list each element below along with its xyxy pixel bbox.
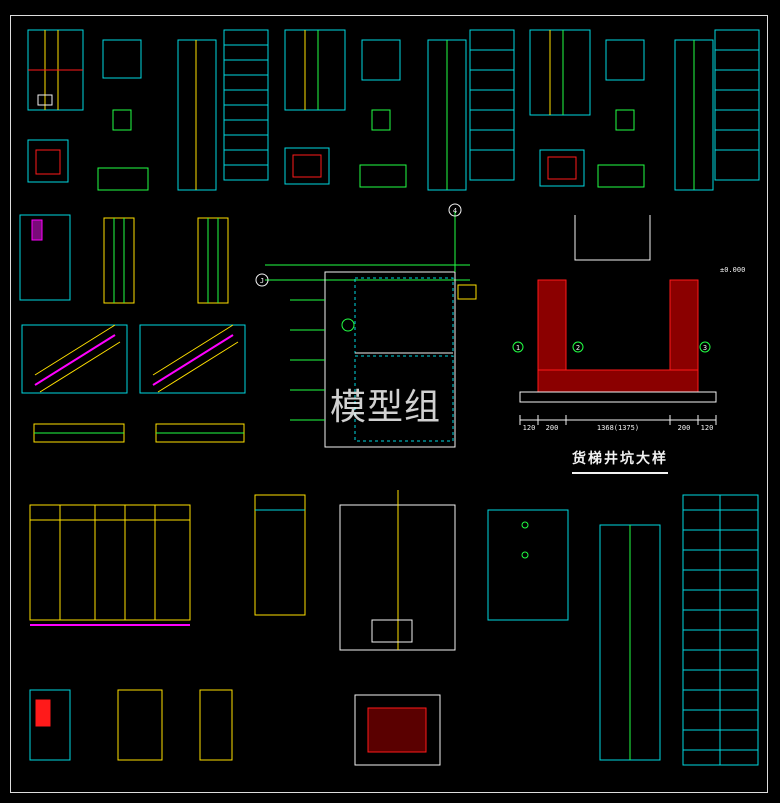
sheet-border bbox=[10, 15, 768, 793]
axis-label-j: J bbox=[260, 277, 264, 285]
pit-dim-1: 200 bbox=[546, 424, 559, 432]
pit-level-label: ±0.000 bbox=[720, 266, 745, 274]
pit-dim-2: 1368(1375) bbox=[597, 424, 639, 432]
axis-label-4: 4 bbox=[453, 207, 457, 215]
pit-detail-group bbox=[512, 215, 717, 425]
shaft-plan-group bbox=[255, 203, 477, 448]
top-elevator-plans-group bbox=[27, 29, 760, 191]
pit-dim-4: 120 bbox=[701, 424, 714, 432]
pit-dim-0: 120 bbox=[523, 424, 536, 432]
bottom-left-drawings-group bbox=[29, 494, 306, 761]
pit-detail-title: 货梯井坑大样 bbox=[572, 448, 668, 474]
escalator-drawings-group bbox=[19, 214, 246, 443]
pit-grid-2: 2 bbox=[576, 344, 580, 352]
watermark-text: 模型组 bbox=[330, 387, 442, 428]
pit-dim-3: 200 bbox=[678, 424, 691, 432]
pit-grid-3: 3 bbox=[703, 344, 707, 352]
pit-grid-1: 1 bbox=[516, 344, 520, 352]
bottom-shaft-plans-group bbox=[339, 490, 759, 766]
